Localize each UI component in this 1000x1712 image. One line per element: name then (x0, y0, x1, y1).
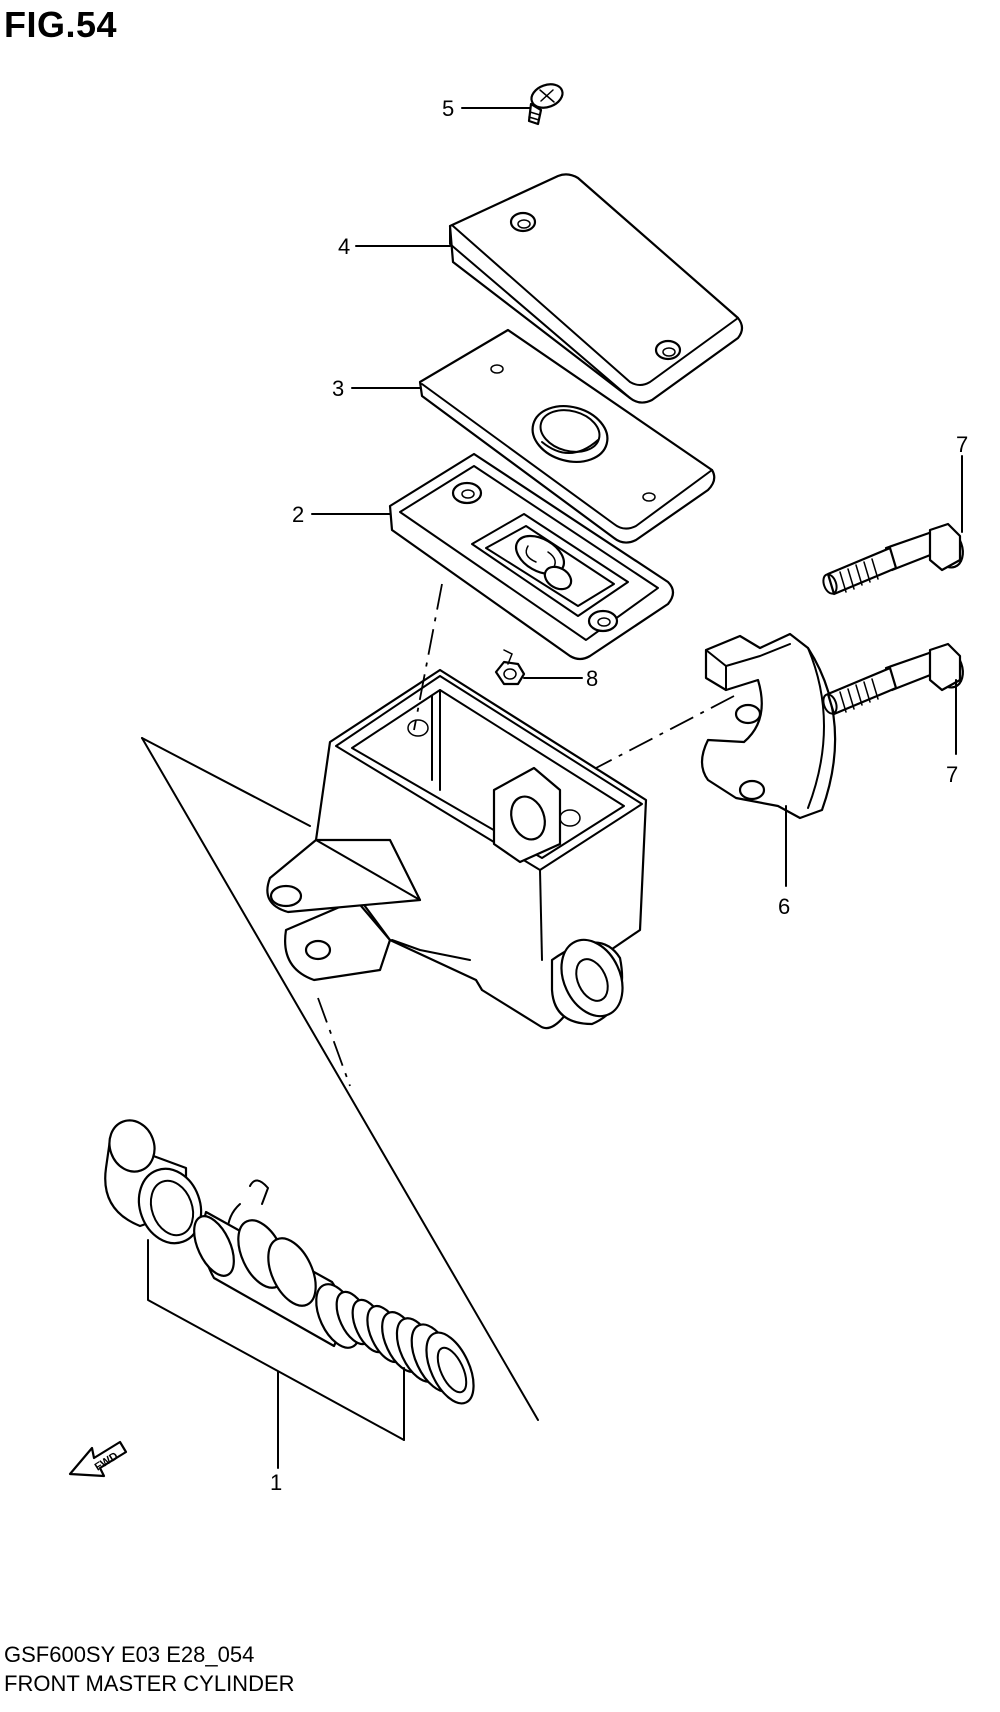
callout-8: 8 (586, 666, 598, 691)
model-code: GSF600SY E03 E28_054 (4, 1642, 255, 1667)
master-cylinder-body (266, 668, 648, 1030)
figure-caption: FRONT MASTER CYLINDER (4, 1671, 295, 1696)
part-5-screw (527, 83, 564, 126)
callout-7-upper: 7 (956, 432, 968, 457)
part-4-reservoir-cap (448, 173, 744, 404)
callout-3: 3 (332, 376, 344, 401)
part-6-holder (700, 632, 837, 820)
callout-1: 1 (270, 1470, 282, 1495)
part-3-plate (418, 328, 716, 544)
part-1-piston-kit (104, 1119, 475, 1405)
callout-6: 6 (778, 894, 790, 919)
assembly-lines (413, 583, 735, 769)
leader-lines (311, 107, 963, 887)
part-1-bracket-lines (141, 737, 539, 1469)
footer: GSF600SY E03 E28_054 FRONT MASTER CYLIND… (4, 1640, 295, 1698)
part-8-nut (494, 649, 526, 686)
part-7-bolt-upper (822, 522, 964, 596)
part-7-bolt-lower (822, 642, 964, 716)
callout-5: 5 (442, 96, 454, 121)
callout-2: 2 (292, 502, 304, 527)
callout-4: 4 (338, 234, 350, 259)
callout-7-lower: 7 (946, 762, 958, 787)
figure-title: FIG.54 (4, 4, 118, 45)
fwd-direction-marker: FWD (68, 1440, 128, 1478)
part-2-diaphragm (388, 452, 675, 661)
